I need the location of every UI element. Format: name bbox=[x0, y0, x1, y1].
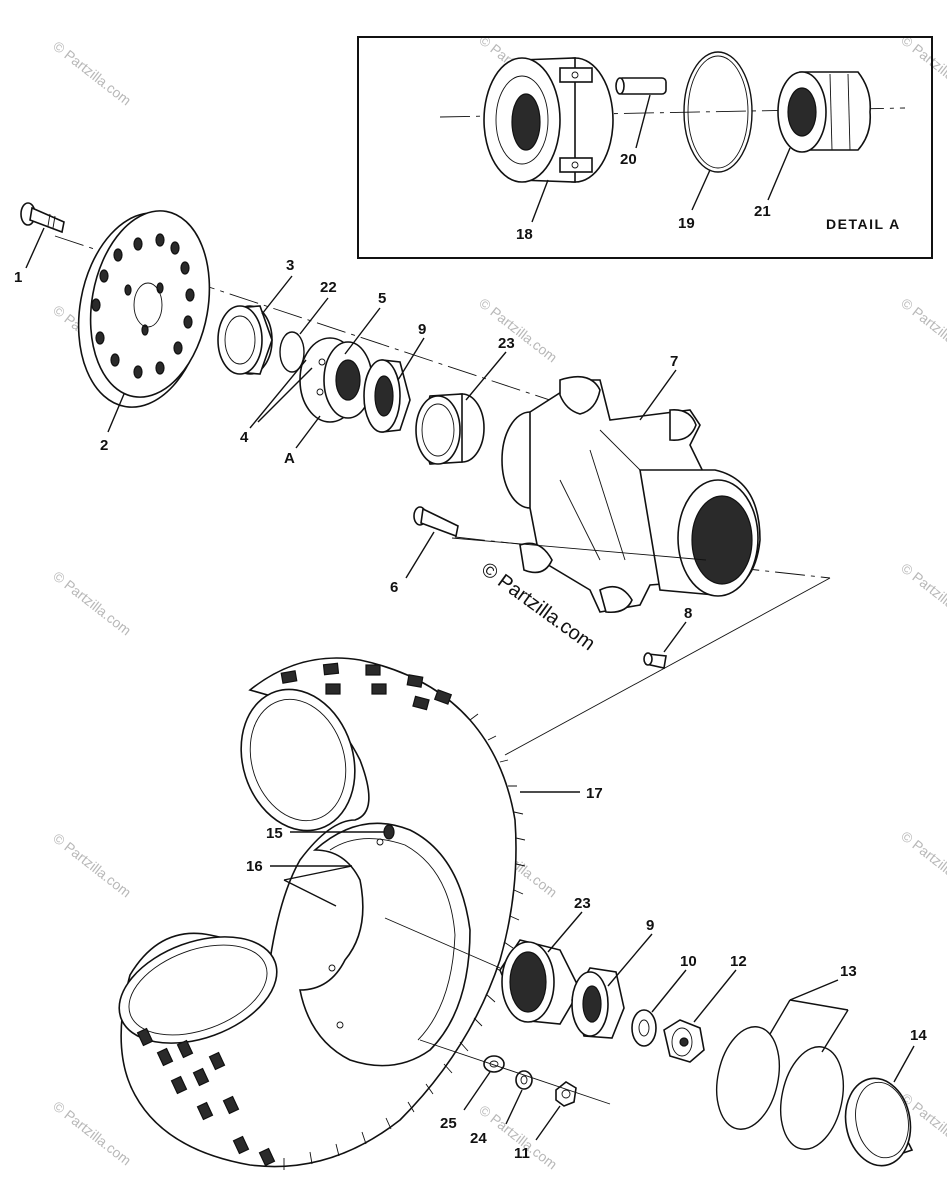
upper-assembly: 1 2 bbox=[14, 202, 831, 756]
callout-1: 1 bbox=[14, 269, 22, 286]
callout-6: 6 bbox=[390, 579, 398, 596]
bearing-race-part-3 bbox=[217, 305, 273, 375]
washer-part-10 bbox=[631, 1009, 657, 1047]
callout-24: 24 bbox=[470, 1130, 487, 1147]
callout-22: 22 bbox=[320, 279, 337, 296]
o-ring-part-19 bbox=[683, 51, 753, 173]
castle-nut-part-12 bbox=[663, 1019, 705, 1063]
callout-2: 2 bbox=[100, 437, 108, 454]
callout-10: 10 bbox=[680, 953, 697, 970]
callout-23-upper: 23 bbox=[498, 335, 515, 352]
callout-A: A bbox=[284, 450, 295, 467]
valve-part-15 bbox=[383, 824, 395, 840]
callout-3: 3 bbox=[286, 257, 294, 274]
callout-9-upper: 9 bbox=[418, 321, 426, 338]
callout-11: 11 bbox=[514, 1145, 530, 1162]
callout-19: 19 bbox=[678, 215, 695, 232]
detail-a-title: DETAIL A bbox=[826, 216, 901, 232]
screw-part-6 bbox=[413, 506, 459, 538]
bearing-cup-part-23-upper bbox=[415, 393, 485, 465]
watermark-6: © Partzilla.com bbox=[898, 295, 947, 366]
washer-part-25 bbox=[483, 1055, 505, 1073]
callout-8: 8 bbox=[684, 605, 692, 622]
wheel-hub-part-7 bbox=[501, 375, 761, 614]
nut-part-11 bbox=[555, 1081, 577, 1107]
callout-17: 17 bbox=[586, 785, 603, 802]
brake-disc-part-2 bbox=[77, 210, 211, 408]
watermark-11: © Partzilla.com bbox=[898, 828, 947, 899]
tire-wheel-assembly: 17 15 16 23 bbox=[118, 657, 927, 1170]
callout-16: 16 bbox=[246, 858, 263, 875]
nut-part-21 bbox=[777, 71, 872, 153]
callout-15: 15 bbox=[266, 825, 283, 842]
callout-5: 5 bbox=[378, 290, 386, 307]
watermark-9: © Partzilla.com bbox=[50, 830, 134, 901]
ring-part-22 bbox=[279, 331, 305, 373]
callout-20: 20 bbox=[620, 151, 637, 168]
watermark-12: © Partzilla.com bbox=[50, 1098, 134, 1169]
watermark-5: © Partzilla.com bbox=[476, 295, 560, 366]
callout-4: 4 bbox=[240, 429, 249, 446]
callout-14: 14 bbox=[910, 1027, 927, 1044]
callout-13: 13 bbox=[840, 963, 857, 980]
grease-fitting-part-8 bbox=[643, 652, 667, 669]
callout-25: 25 bbox=[440, 1115, 457, 1132]
hub-cap-part-14 bbox=[844, 1077, 914, 1167]
wheel-rim-part-16 bbox=[299, 822, 471, 1067]
callout-21: 21 bbox=[754, 203, 771, 220]
watermark-7: © Partzilla.com bbox=[50, 568, 134, 639]
pin-part-20 bbox=[615, 77, 667, 95]
callout-18: 18 bbox=[516, 226, 533, 243]
carrier-part-5 bbox=[299, 337, 373, 423]
detail-a-box: 18 20 19 21 DETAIL A bbox=[357, 36, 933, 259]
watermark-3: © Partzilla.com bbox=[898, 32, 947, 103]
bearing-part-9-lower bbox=[571, 967, 625, 1039]
o-rings-part-13 bbox=[716, 1026, 844, 1150]
callout-12: 12 bbox=[730, 953, 747, 970]
bearing-cup-part-23-lower bbox=[499, 939, 581, 1025]
callout-7: 7 bbox=[670, 353, 678, 370]
watermark-1: © Partzilla.com bbox=[50, 38, 134, 109]
callout-9-lower: 9 bbox=[646, 917, 654, 934]
bolt-part-1 bbox=[20, 202, 65, 234]
watermark-8: © Partzilla.com bbox=[898, 560, 947, 631]
callout-23-lower: 23 bbox=[574, 895, 591, 912]
lock-washer-part-24 bbox=[515, 1070, 533, 1090]
hub-adapter-part-18 bbox=[483, 57, 614, 183]
